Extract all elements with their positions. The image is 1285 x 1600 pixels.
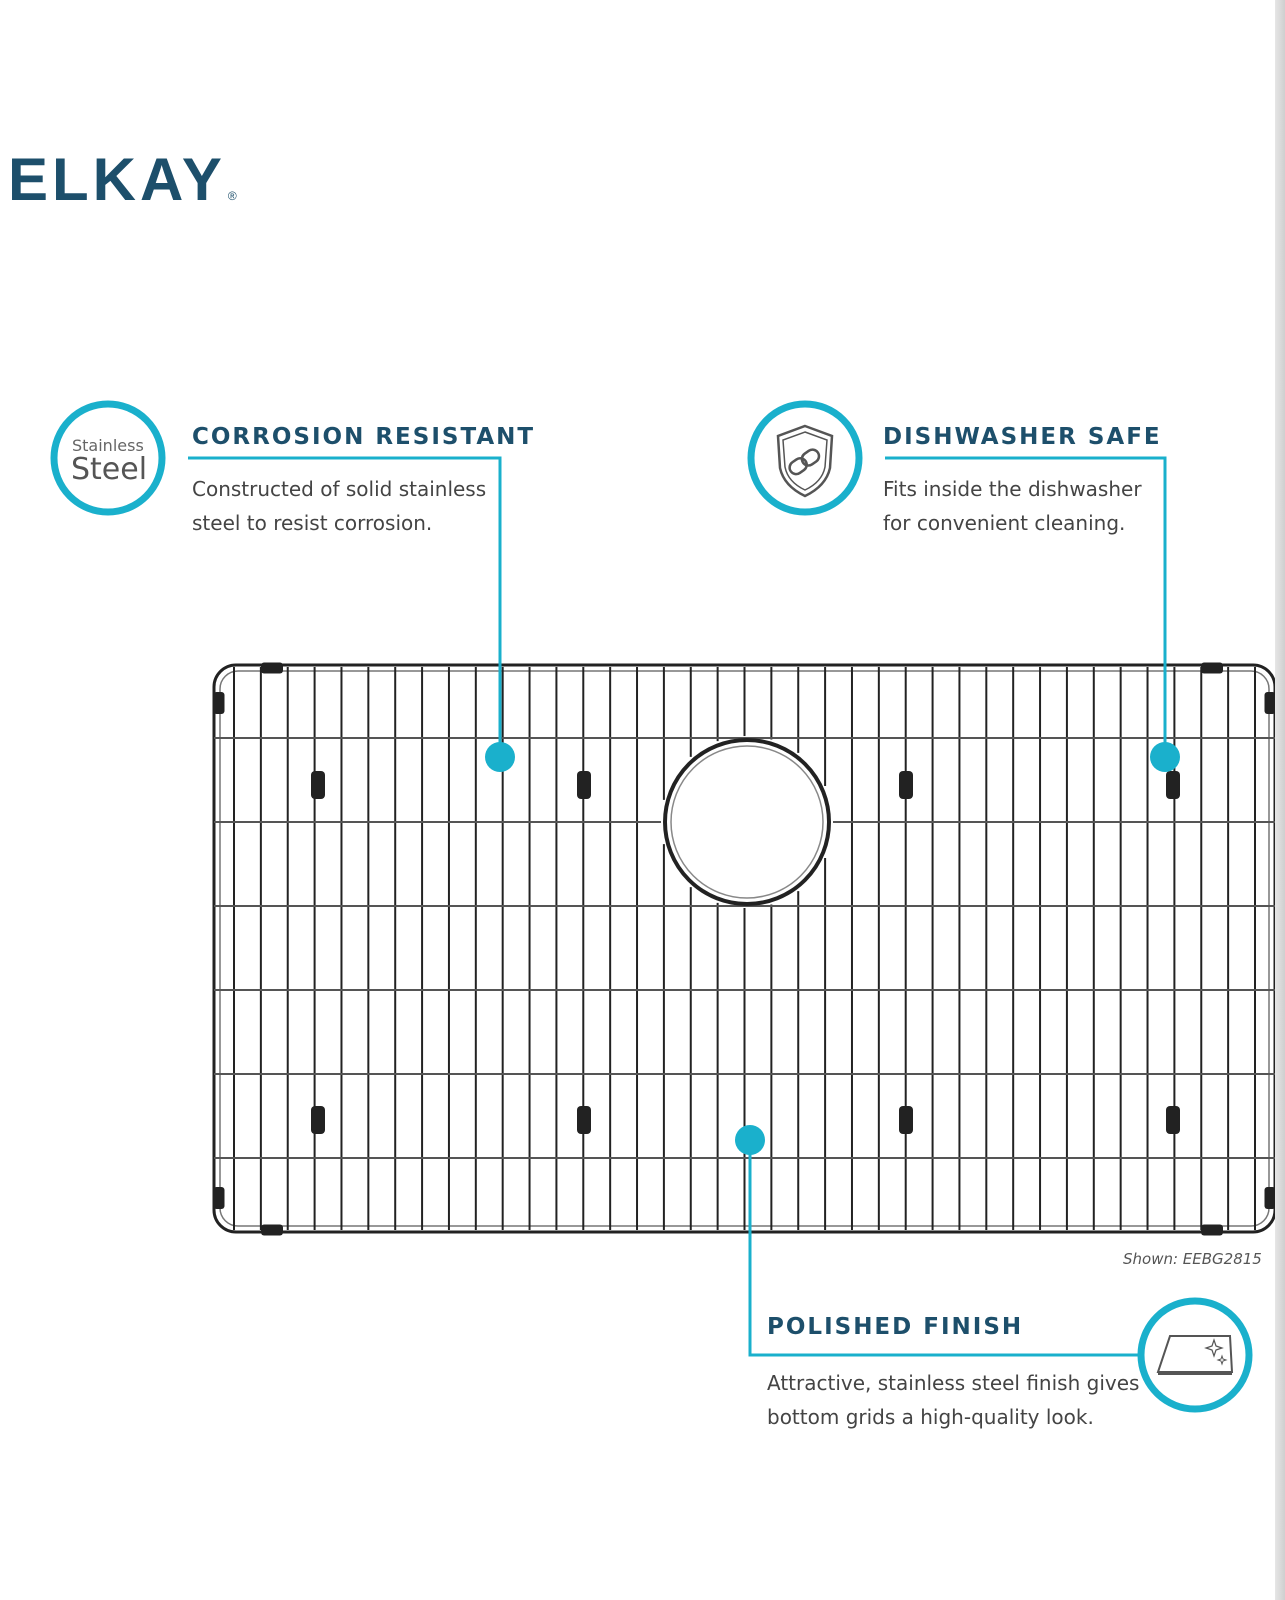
rubber-bumper xyxy=(311,1106,325,1134)
description-line: for convenient cleaning. xyxy=(883,511,1126,535)
rubber-bumper xyxy=(899,771,913,799)
callout-lines xyxy=(188,456,1167,1357)
callout-line-dishwasher xyxy=(885,456,1167,755)
callout-line-corrosion xyxy=(188,456,502,755)
polished-finish-heading: POLISHED FINISH xyxy=(767,1314,1024,1340)
corner-foot xyxy=(1264,692,1276,714)
corner-foot xyxy=(1264,1187,1276,1209)
dishwasher-safe-description: Fits inside the dishwasher for convenien… xyxy=(883,472,1142,540)
corner-foot xyxy=(213,692,225,714)
elkay-logo: ELKAY® xyxy=(8,150,237,210)
logo-text: ELKAY xyxy=(8,146,226,213)
dishwasher-safe-heading: DISHWASHER SAFE xyxy=(883,424,1162,450)
polished-finish-description: Attractive, stainless steel finish gives… xyxy=(767,1366,1139,1434)
corner-foot xyxy=(261,662,283,674)
corner-foot xyxy=(261,1224,283,1236)
description-line: Attractive, stainless steel finish gives xyxy=(767,1371,1140,1395)
corrosion-resistant-heading: CORROSION RESISTANT xyxy=(192,424,536,450)
description-line: bottom grids a high-quality look. xyxy=(767,1405,1094,1429)
rubber-bumper xyxy=(1166,1106,1180,1134)
corner-foot xyxy=(1201,662,1223,674)
callout-dot-dishwasher xyxy=(1150,742,1180,772)
dishwasher-shield-icon xyxy=(747,400,863,516)
drain-opening xyxy=(663,738,831,906)
drain-opening-inner xyxy=(670,745,824,899)
polished-surface-icon xyxy=(1137,1297,1253,1413)
rubber-bumper xyxy=(311,771,325,799)
corrosion-resistant-description: Constructed of solid stainless steel to … xyxy=(192,472,486,540)
registered-mark: ® xyxy=(227,189,237,203)
rubber-bumper xyxy=(1166,771,1180,799)
model-caption: Shown: EEBG2815 xyxy=(1123,1250,1262,1268)
badge-stainless-label: Stainless xyxy=(72,436,144,455)
callout-dot-polished xyxy=(735,1125,765,1155)
rubber-bumper xyxy=(577,771,591,799)
description-line: Constructed of solid stainless xyxy=(192,477,487,501)
rubber-bumper xyxy=(577,1106,591,1134)
sink-bottom-grid xyxy=(212,662,1277,1236)
badge-steel-label: Steel xyxy=(71,452,148,487)
rubber-bumper xyxy=(899,1106,913,1134)
scrollbar-edge xyxy=(1275,0,1285,1600)
callout-line-polished xyxy=(748,1140,1145,1357)
callout-dot-corrosion xyxy=(485,742,515,772)
stainless-steel-badge xyxy=(50,400,166,516)
corner-foot xyxy=(213,1187,225,1209)
corner-foot xyxy=(1201,1224,1223,1236)
description-line: Fits inside the dishwasher xyxy=(883,477,1142,501)
description-line: steel to resist corrosion. xyxy=(192,511,433,535)
